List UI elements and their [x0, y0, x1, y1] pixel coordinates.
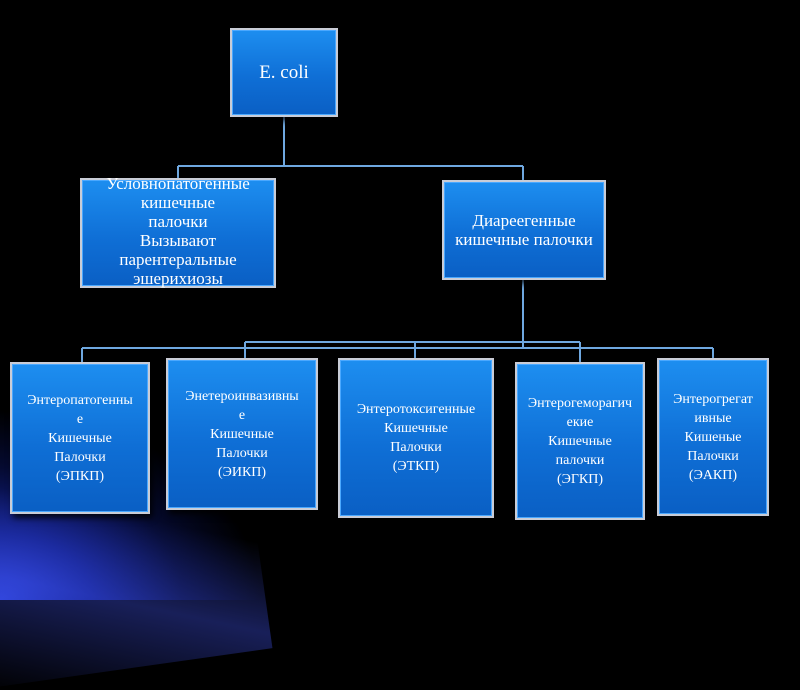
- node-eiec: Энетероинвазивны е Кишечные Палочки (ЭИК…: [166, 358, 318, 510]
- node-epec-label: Энтеропатогенны е Кишечные Палочки (ЭПКП…: [27, 392, 133, 484]
- node-eaec: Энтерогрегат ивные Кишеные Палочки (ЭАКП…: [657, 358, 769, 516]
- node-ehec-label: Энтерогеморагич екие Кишечные палочки (Э…: [527, 395, 633, 487]
- connector-lines: [81, 117, 714, 362]
- node-etec-label: Энтеротоксигенные Кишечные Палочки (ЭТКП…: [356, 402, 476, 474]
- node-eiec-label: Энетероинвазивны е Кишечные Палочки (ЭИК…: [185, 388, 299, 480]
- node-ecoli-label: E. coli: [259, 61, 309, 83]
- node-epec: Энтеропатогенны е Кишечные Палочки (ЭПКП…: [10, 362, 150, 514]
- node-ecoli: E. coli: [230, 28, 338, 117]
- node-eaec-label: Энтерогрегат ивные Кишеные Палочки (ЭАКП…: [673, 391, 753, 483]
- node-conditional-pathogenic-label: Условнопатогенные кишечные палочки Вызыв…: [106, 174, 250, 288]
- node-conditional-pathogenic: Условнопатогенные кишечные палочки Вызыв…: [80, 174, 276, 288]
- node-diarrheal-label: Диареегенные кишечные палочки: [455, 211, 593, 249]
- node-etec: Энтеротоксигенные Кишечные Палочки (ЭТКП…: [338, 358, 494, 518]
- node-ehec: Энтерогеморагич екие Кишечные палочки (Э…: [515, 362, 645, 520]
- node-diarrheal: Диареегенные кишечные палочки: [442, 180, 606, 280]
